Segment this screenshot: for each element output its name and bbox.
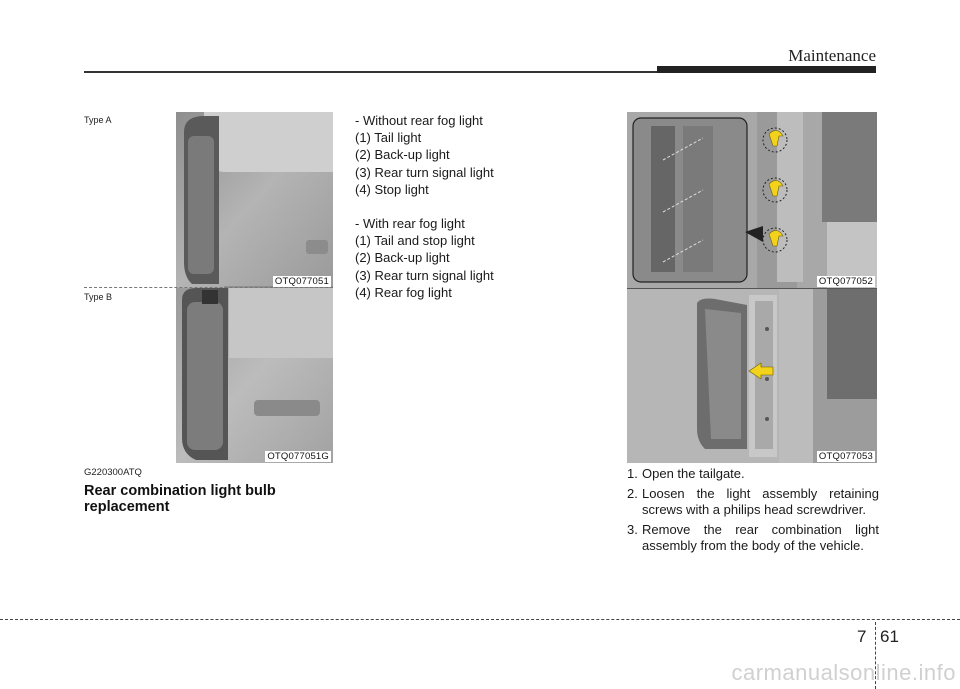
- figure-type-b-label: Type B: [84, 292, 113, 302]
- type-a-illustration: [176, 112, 333, 288]
- lamp-list-spacer: [355, 198, 595, 215]
- chapter-number: 7: [857, 627, 867, 646]
- figure-code-otq077053: OTQ077053: [816, 451, 875, 462]
- header-rule: [84, 71, 876, 73]
- footer-rule: [0, 619, 960, 620]
- watermark: carmanualsonline.info: [731, 660, 956, 685]
- lamp-item: (4) Stop light: [355, 181, 429, 197]
- section-title: Rear combination light bulb replacement: [84, 483, 276, 515]
- lamp-group-heading-with-fog: - With rear fog light: [355, 216, 465, 232]
- header-rule-accent: [657, 66, 876, 73]
- screws-illustration: [627, 112, 877, 288]
- figure-code-otq077051g: OTQ077051G: [265, 451, 331, 462]
- lamp-item: (3) Rear turn signal light: [355, 164, 494, 180]
- lamp-item: (1) Tail and stop light: [355, 233, 475, 249]
- lamp-item: (2) Back-up light: [355, 147, 450, 163]
- step-number: 1.: [627, 466, 638, 481]
- step-number: 3.: [627, 521, 638, 537]
- lamp-list: - Without rear fog light (1) Tail light …: [355, 112, 595, 301]
- procedure-steps: 1. Open the tailgate. 2. Loosen the ligh…: [627, 466, 879, 558]
- step-text: Remove the rear combination light assemb…: [642, 521, 879, 554]
- page-number: 61: [880, 627, 899, 646]
- figure-light-removal: OTQ077053: [627, 289, 877, 463]
- lamp-item: (2) Back-up light: [355, 250, 450, 266]
- step-item: 1. Open the tailgate.: [627, 466, 879, 483]
- lamp-item: (4) Rear fog light: [355, 284, 452, 300]
- figure-retaining-screws: OTQ077052: [627, 112, 877, 288]
- step-item: 2. Loosen the light assembly retaining s…: [627, 486, 879, 519]
- figure-divider: [84, 287, 333, 288]
- lamp-group-heading-without-fog: - Without rear fog light: [355, 113, 483, 128]
- step-text: Loosen the light assembly retaining scre…: [642, 485, 879, 518]
- step-number: 2.: [627, 485, 638, 501]
- section-code: G220300ATQ: [84, 467, 142, 478]
- type-b-illustration: [176, 288, 333, 463]
- step-text: Open the tailgate.: [642, 466, 745, 481]
- running-header-title: Maintenance: [788, 46, 876, 65]
- lamp-item: (1) Tail light: [355, 130, 422, 146]
- figure-type-a: 1 2 3 4 OTQ077051: [84, 112, 333, 288]
- step-item: 3. Remove the rear combination light ass…: [627, 522, 879, 555]
- figure-code-otq077051: OTQ077051: [272, 276, 331, 287]
- page-number-divider: [875, 622, 876, 689]
- figure-code-otq077052: OTQ077052: [816, 276, 875, 287]
- lamp-item: (3) Rear turn signal light: [355, 267, 494, 283]
- figure-type-a-label: Type A: [84, 115, 112, 125]
- figure-divider: [627, 288, 877, 289]
- figure-type-b: 1 3 2 4 OTQ077051G: [84, 288, 333, 463]
- removal-illustration: [627, 289, 877, 463]
